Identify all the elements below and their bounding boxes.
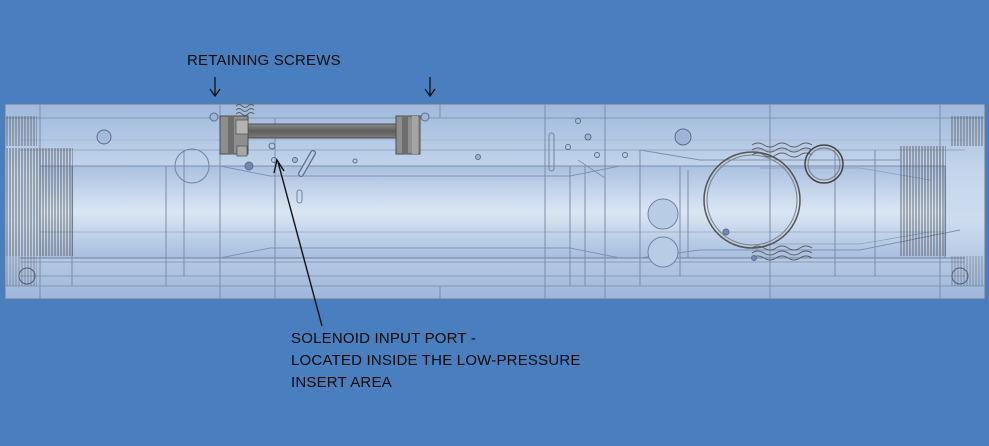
solenoid-port-leader xyxy=(273,158,323,327)
bore-circles xyxy=(703,144,844,249)
left-thread xyxy=(5,116,73,286)
retaining-screw-arrows xyxy=(209,77,436,98)
ports-and-holes xyxy=(18,112,969,285)
solenoid-port-label: SOLENOID INPUT PORT - LOCATED INSIDE THE… xyxy=(291,328,581,394)
solenoid-port-label-line-3: INSERT AREA xyxy=(291,374,392,391)
retaining-screws-label: RETAINING SCREWS xyxy=(187,52,341,69)
solenoid-port-label-line-2: LOCATED INSIDE THE LOW-PRESSURE xyxy=(291,352,581,369)
solenoid-port-label-line-1: SOLENOID INPUT PORT - xyxy=(291,330,477,347)
right-thread xyxy=(900,116,984,286)
retaining-screw-assembly xyxy=(219,115,421,157)
valve-body xyxy=(4,103,986,300)
